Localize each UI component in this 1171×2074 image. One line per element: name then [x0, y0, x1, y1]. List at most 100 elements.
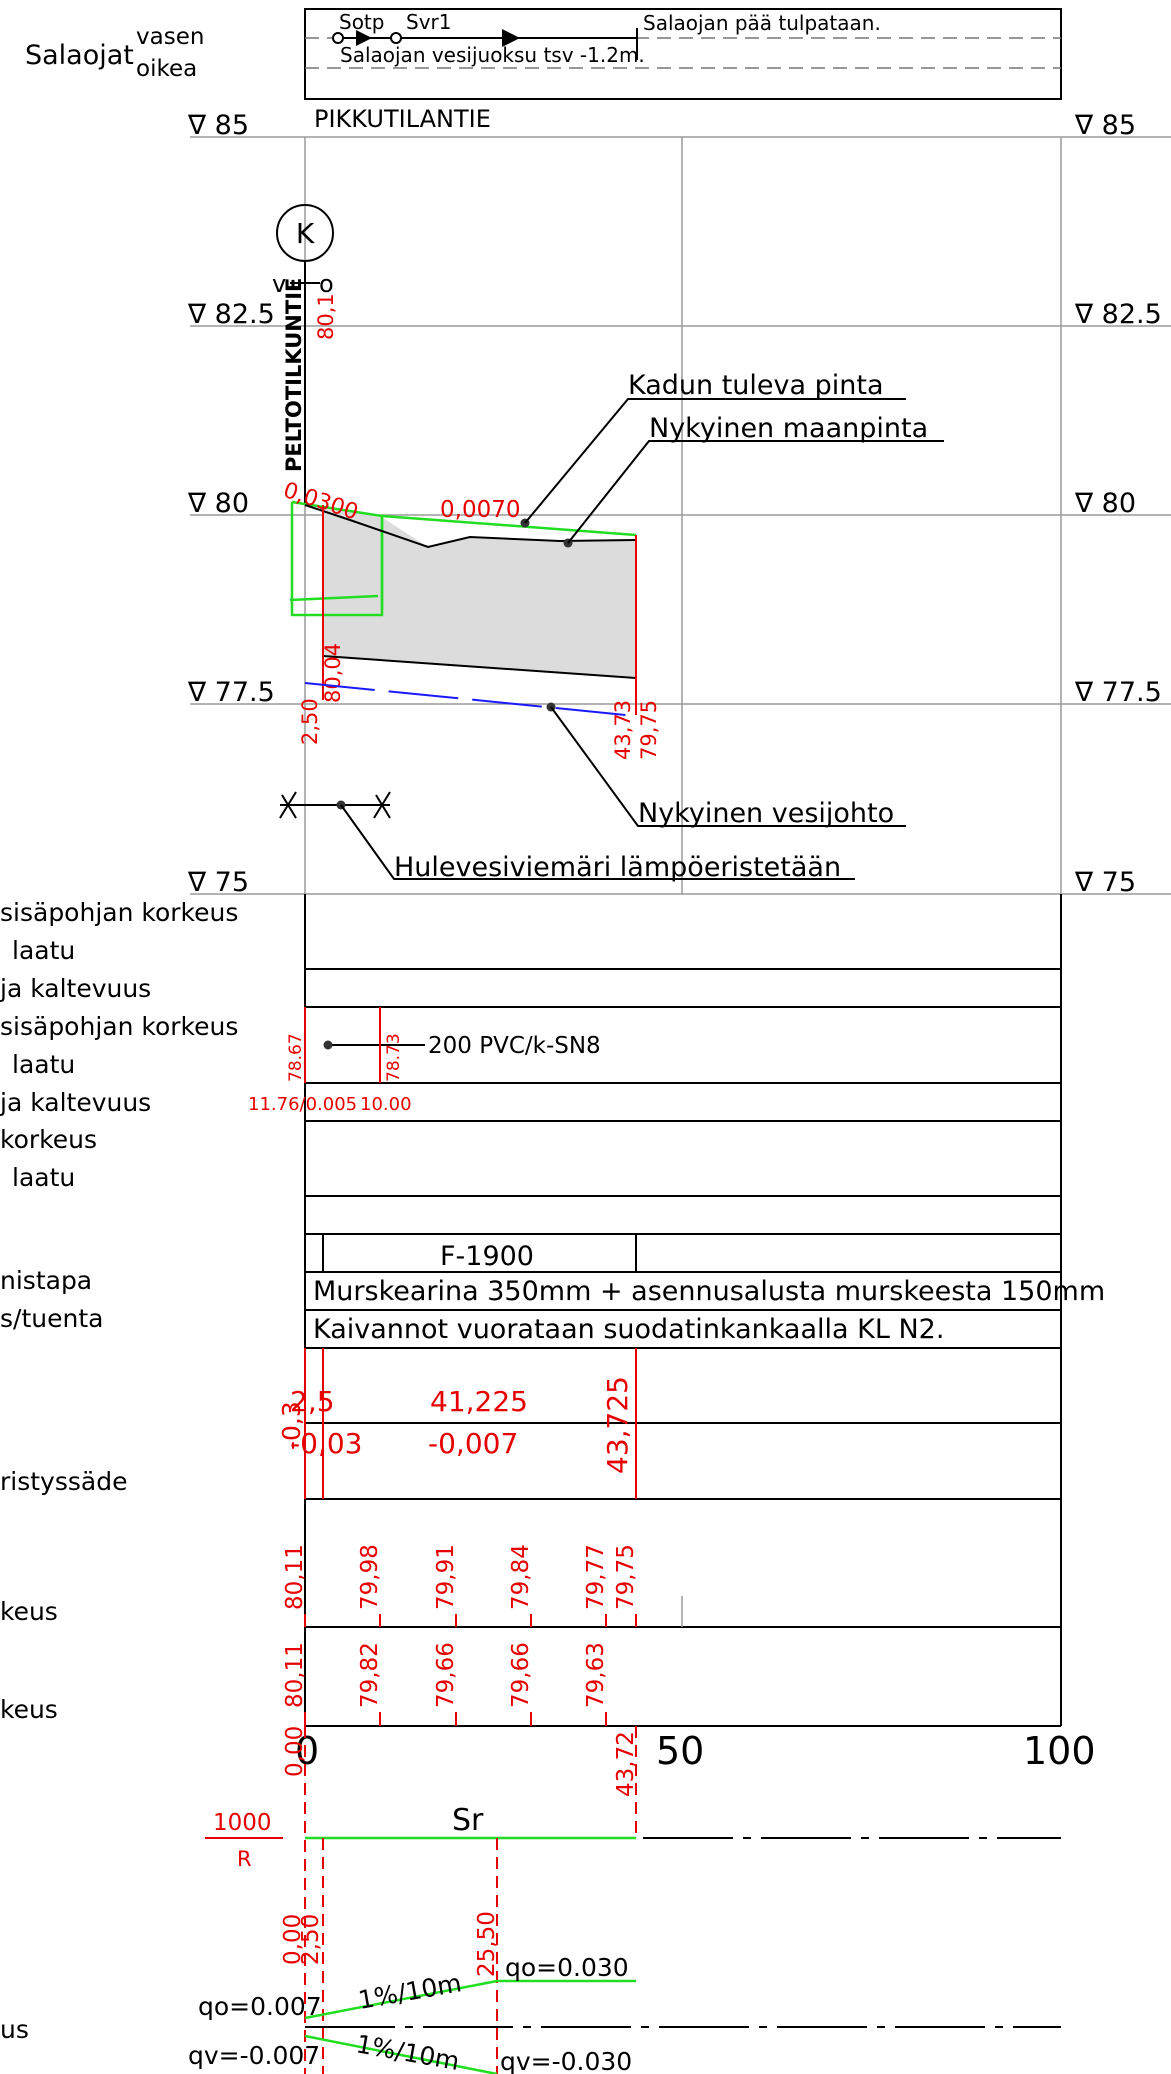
elev-upper-value: 80,11 — [282, 1544, 308, 1610]
elevations-upper-row: 80,11 79,98 79,91 79,84 79,77 79,75 — [282, 1544, 683, 1627]
curvature-right: 43,725 — [601, 1376, 634, 1474]
elevation-marker-85: ∇ 85 — [187, 110, 249, 141]
cross-slope-up-label: 1%/10m — [356, 1968, 464, 2015]
storm-sewer-cross-right-b — [375, 794, 391, 819]
row-label-quality-2: laatu — [12, 1050, 75, 1079]
pipe-start-invert: 78.67 — [286, 1033, 306, 1082]
curvature-mid-top: 41,225 — [430, 1385, 528, 1418]
street-surface-label: Kadun tuleva pinta — [628, 370, 884, 401]
elev-upper-ticks — [304, 1614, 637, 1627]
water-pipe-label: Nykyinen vesijohto — [638, 798, 894, 829]
elevation-marker-82-5: ∇ 82.5 — [187, 299, 275, 330]
elev-lower-value: 79,66 — [433, 1642, 459, 1708]
elev-lower-value: 80,11 — [282, 1642, 308, 1708]
drain-label-sotp: Sotp — [339, 10, 384, 34]
drain-side-right: oikea — [136, 56, 197, 82]
curvature-left-top: 2,5 — [290, 1385, 335, 1418]
drain-side-left: vasen — [136, 24, 204, 50]
ground-surface-line — [304, 504, 637, 549]
water-pipe-leader — [550, 706, 906, 827]
row-label-slope-2: ja kaltevuus — [0, 1088, 151, 1117]
row-label-radius: ristyssäde — [0, 1467, 127, 1496]
elevation-marker-75-right: ∇ 75 — [1074, 867, 1136, 898]
row-label-invert-2: sisäpohjan korkeus — [0, 1012, 238, 1041]
elevation-markers-right: ∇ 85 ∇ 82.5 ∇ 80 ∇ 77.5 ∇ 75 — [1074, 110, 1162, 898]
street-surface-leader — [524, 398, 906, 524]
drain-label-svr1: Svr1 — [406, 10, 451, 34]
elev-upper-value: 79,98 — [357, 1544, 383, 1610]
drain-note-left: Salaojan pää tulpataan. — [643, 11, 881, 35]
elev-lower-value: 79,66 — [508, 1642, 534, 1708]
cross-row-label: us — [0, 2015, 29, 2044]
station-axis: 0 50 100 0,00 43,72 — [282, 1726, 1096, 1797]
grade-label-right: 0,0070 — [440, 497, 520, 523]
elev-upper-value: 79,84 — [508, 1544, 534, 1610]
station-axis-0: 0 — [295, 1729, 319, 1773]
elevation-marker-80-right: ∇ 80 — [1074, 488, 1136, 519]
alignment-label: Sr — [452, 1803, 484, 1838]
station-end-label: 43,72 — [613, 1731, 639, 1797]
elevation-marker-82-5-right: ∇ 82.5 — [1074, 299, 1162, 330]
curvature-mid-bottom: -0,007 — [428, 1427, 518, 1460]
row-label-quality-3: laatu — [12, 1163, 75, 1192]
construction-line-2: Kaivannot vuorataan suodatinkankaalla KL… — [313, 1314, 944, 1345]
row-label-support: s/tuenta — [0, 1304, 103, 1333]
junction-mark-o: o — [319, 270, 334, 298]
pipe-start-node — [323, 1040, 333, 1050]
curve-scale-top: 1000 — [213, 1810, 272, 1836]
construction-code: F-1900 — [440, 1241, 534, 1272]
elevation-marker-85-right: ∇ 85 — [1074, 110, 1136, 141]
end-station-label: 43,73 — [611, 700, 635, 760]
storm-sewer-leader — [340, 804, 855, 880]
elevation-markers-left: ∇ 85 ∇ 82.5 ∇ 80 ∇ 77.5 ∇ 75 — [187, 110, 275, 898]
pipe-end-invert: 78.73 — [384, 1033, 404, 1082]
cross-station-a: 0,00 — [280, 1914, 306, 1965]
intersecting-street-label: PELTOTILKUNTIE — [282, 278, 306, 472]
elevation-marker-77-5: ∇ 77.5 — [187, 677, 275, 708]
elevations-lower-row: 80,11 79,82 79,66 79,66 79,63 — [282, 1642, 609, 1726]
drain-start-node — [332, 32, 344, 44]
pipe-length-slope: 11.76/0.005 — [248, 1094, 357, 1115]
row-label-elev-upper: keus — [0, 1597, 58, 1626]
elev-lower-value: 79,82 — [357, 1642, 383, 1708]
elev-upper-value: 79,75 — [613, 1544, 639, 1610]
row-label-quality-1: laatu — [12, 936, 75, 965]
cross-qo-end: qo=0.030 — [505, 1953, 629, 1982]
station-axis-50: 50 — [656, 1729, 704, 1773]
elev-upper-value: 79,77 — [583, 1544, 609, 1610]
drain-flow-arrow-2 — [502, 29, 520, 47]
cross-qv-end: qv=-0.030 — [500, 2047, 632, 2074]
horizontal-alignment: 1000 R Sr — [205, 1726, 1061, 2074]
cross-station-b: 2,50 — [298, 1914, 324, 1965]
elev-lower-value: 79,63 — [583, 1642, 609, 1708]
pipe-length-2: 10.00 — [360, 1094, 412, 1115]
row-label-method: nistapa — [0, 1266, 92, 1295]
junction-mark-v: v — [272, 270, 286, 298]
profile-table: sisäpohjan korkeus laatu ja kaltevuus si… — [0, 894, 1105, 1727]
elevation-marker-75: ∇ 75 — [187, 867, 249, 898]
start-station-label: 2,50 — [298, 698, 322, 745]
elevation-marker-77-5-right: ∇ 77.5 — [1074, 677, 1162, 708]
curvature-left-bottom: -0,03 — [290, 1427, 362, 1460]
cross-slope-down-label: 1%/10m — [354, 2029, 462, 2074]
pipe-label: 200 PVC/k-SN8 — [428, 1033, 601, 1059]
cross-slope: 0,00 2,50 25,50 1%/10m 1%/10m qo=0.030 q… — [0, 1911, 1061, 2074]
elevation-marker-80: ∇ 80 — [187, 488, 249, 519]
street-surface-line — [381, 514, 637, 537]
drain-box — [304, 8, 1062, 100]
junction-structure-outline — [290, 500, 384, 617]
storm-sewer-label: Hulevesiviemäri lämpöeristetään — [394, 852, 841, 883]
row-label-elev-lower: keus — [0, 1695, 58, 1724]
curvature-vertical-label: -0,3 — [277, 1401, 306, 1450]
drain-flow-arrow-1 — [356, 30, 372, 46]
cross-slope-left — [304, 1979, 636, 2020]
cross-slope-right — [304, 2034, 498, 2074]
elev-upper-value: 79,91 — [433, 1544, 459, 1610]
junction-structure-bottom — [289, 594, 379, 602]
cross-qo-start: qo=0.007 — [198, 1992, 322, 2021]
row-label-slope-1: ja kaltevuus — [0, 974, 151, 1003]
intersecting-street-level: 80,1 — [314, 293, 338, 340]
ground-surface-leader — [567, 440, 944, 544]
curve-scale-bottom: R — [237, 1847, 252, 1871]
drain-title: Salaojat — [25, 40, 134, 71]
